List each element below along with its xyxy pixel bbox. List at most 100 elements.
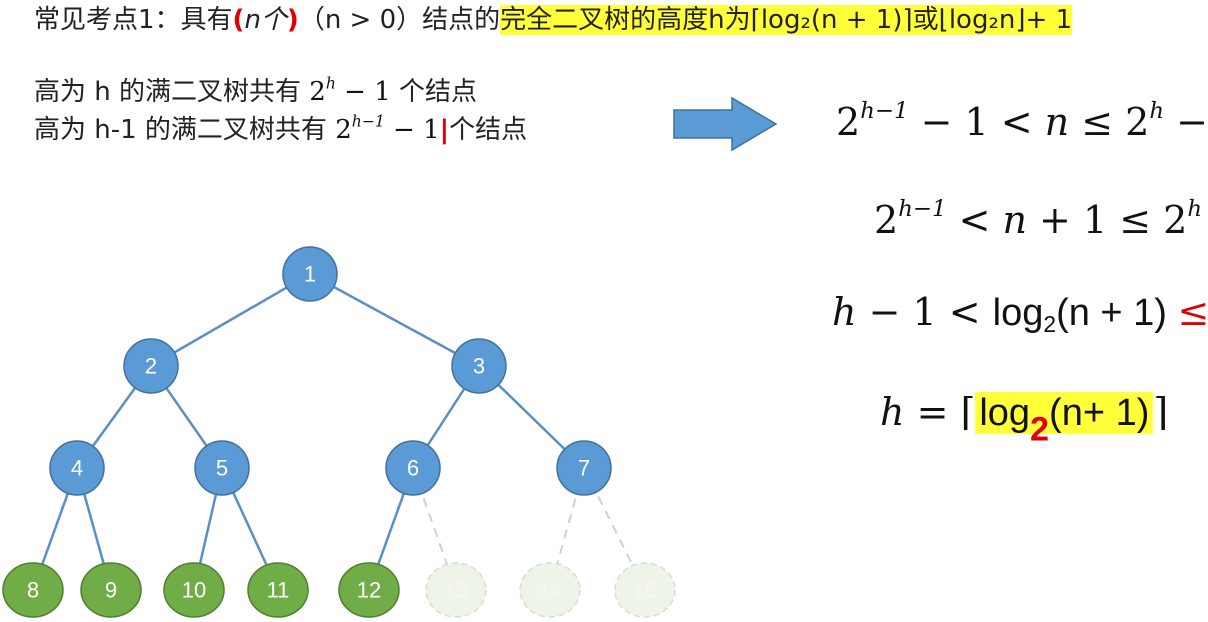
tree-node-label: 1	[304, 262, 316, 287]
eq4-arg: (n+ 1)	[1049, 392, 1150, 434]
ceil-left-bracket: ⌈	[750, 5, 761, 35]
headline-plus-one: + 1	[1025, 5, 1073, 35]
line2-expression: 2h−1 − 1	[335, 112, 440, 145]
tree-node-circle	[49, 440, 105, 496]
eq2-b-base: 2	[1163, 198, 1188, 242]
eq4-sub: 2	[1030, 410, 1050, 449]
tree-node-label: 15	[633, 578, 657, 603]
tree-node-circle	[247, 562, 309, 618]
eq1-b-exp: h	[1149, 97, 1165, 124]
tree-node-label: 6	[407, 456, 419, 481]
tree-node-11: 11	[247, 562, 309, 618]
tree-node-2: 2	[123, 338, 179, 394]
eq1-end: − 1	[1176, 100, 1208, 144]
tree-node-8: 8	[2, 562, 64, 618]
tree-node-7: 7	[556, 440, 612, 496]
annotation-red-mark: |	[439, 115, 450, 145]
annotation-close-paren: )	[286, 5, 299, 35]
height-formula: h = ⌈log2(n+ 1)⌉	[880, 388, 1169, 446]
eq4-highlight: log2(n+ 1)	[975, 392, 1154, 446]
line2-suffix: 个结点	[449, 115, 528, 145]
eq4-h: h	[880, 390, 905, 434]
tree-node-circle	[425, 562, 487, 618]
full-tree-h-minus-1-statement: 高为 h-1 的满二叉树共有 2h−1 − 1|个结点	[34, 112, 527, 148]
tree-node-9: 9	[80, 562, 142, 618]
full-tree-h-statement: 高为 h 的满二叉树共有 2h − 1 个结点	[34, 74, 477, 110]
tree-node-circle	[163, 562, 225, 618]
ceil-right-bracket: ⌉	[902, 5, 913, 35]
eq3-log: log	[992, 292, 1044, 334]
line2-prefix: 高为 h-1 的满二叉树共有	[34, 115, 327, 145]
tree-node-circle	[282, 246, 338, 302]
tree-node-1: 1	[282, 246, 338, 302]
tree-node-label: 3	[473, 354, 485, 379]
tree-node-12: 12	[338, 562, 400, 618]
headline-highlight: 完全二叉树的高度h为⌈log₂(n + 1)⌉或⌊log₂n⌋+ 1	[500, 5, 1073, 35]
headline: 常见考点1：具有(n个)（n > 0）结点的完全二叉树的高度h为⌈log₂(n …	[34, 2, 1073, 38]
tree-node-label: 2	[145, 354, 157, 379]
inequality-1: 2h−1 − 1 < n ≤ 2h − 1	[836, 98, 1208, 146]
tree-edge	[309, 272, 480, 368]
line1-rest: − 1	[335, 77, 391, 107]
tree-node-label: 9	[105, 578, 117, 603]
tree-node-circle	[519, 562, 581, 618]
tree-node-15: 15	[614, 562, 676, 618]
eq1-mid: − 1 <	[908, 100, 1045, 144]
line1-exp: h	[325, 74, 336, 93]
tree-node-label: 5	[216, 456, 228, 481]
tree-node-label: 10	[182, 578, 206, 603]
headline-formula-floor: log₂n	[948, 5, 1016, 35]
line2-rest: − 1	[384, 115, 440, 145]
headline-condition: （n > 0）	[298, 5, 423, 35]
tree-node-circle	[123, 338, 179, 394]
tree-node-label: 4	[71, 456, 83, 481]
eq3-le-annotation: ≤	[1177, 290, 1208, 334]
line1-prefix: 高为 h 的满二叉树共有	[34, 77, 302, 107]
tree-node-5: 5	[194, 440, 250, 496]
tree-node-circle	[2, 562, 64, 618]
eq2-rest: + 1 ≤	[1026, 198, 1164, 242]
tree-node-4: 4	[49, 440, 105, 496]
annotation-open-paren: (	[232, 5, 245, 35]
headline-middle: 结点的	[422, 5, 501, 35]
eq3-mid: − 1 <	[856, 290, 993, 334]
line1-base: 2	[309, 77, 326, 107]
line1-suffix: 个结点	[390, 77, 477, 107]
line2-base: 2	[335, 115, 352, 145]
inequality-2: 2h−1 < n + 1 ≤ 2h	[874, 196, 1202, 244]
eq3-h: h	[832, 290, 857, 334]
line2-exp: h−1	[351, 112, 385, 131]
headline-prefix: 常见考点1：具有	[34, 5, 233, 35]
tree-node-circle	[451, 338, 507, 394]
tree-node-circle	[338, 562, 400, 618]
eq2-var: n	[1002, 198, 1027, 242]
tree-node-13: 13	[425, 562, 487, 618]
tree-node-circle	[614, 562, 676, 618]
tree-edge	[150, 272, 311, 368]
line1-expression: 2h − 1	[309, 74, 391, 107]
eq2-b-exp: h	[1187, 195, 1203, 222]
eq4-eq: = ⌈	[904, 390, 976, 434]
eq2-mid: <	[946, 198, 1003, 242]
floor-right-bracket: ⌋	[1015, 5, 1026, 35]
eq4-close: ⌉	[1153, 390, 1169, 434]
tree-node-label: 14	[538, 578, 562, 603]
tree-node-3: 3	[451, 338, 507, 394]
tree-node-label: 11	[267, 578, 290, 603]
inequality-3: h − 1 < log2(n + 1) ≤(h	[832, 288, 1208, 337]
headline-formula-ceil: log₂(n + 1)	[760, 5, 903, 35]
right-arrow-icon	[673, 96, 778, 152]
headline-highlight-text: 完全二叉树的高度h为	[500, 5, 751, 35]
eq1-le: ≤	[1069, 100, 1126, 144]
tree-node-6: 6	[385, 440, 441, 496]
tree-node-label: 7	[578, 456, 590, 481]
eq3-arg: (n + 1)	[1056, 292, 1178, 334]
eq3-sub: 2	[1043, 310, 1057, 337]
tree-node-circle	[194, 440, 250, 496]
eq1-var: n	[1044, 100, 1070, 144]
tree-node-10: 10	[163, 562, 225, 618]
tree-node-label: 8	[27, 578, 39, 603]
tree-node-circle	[556, 440, 612, 496]
